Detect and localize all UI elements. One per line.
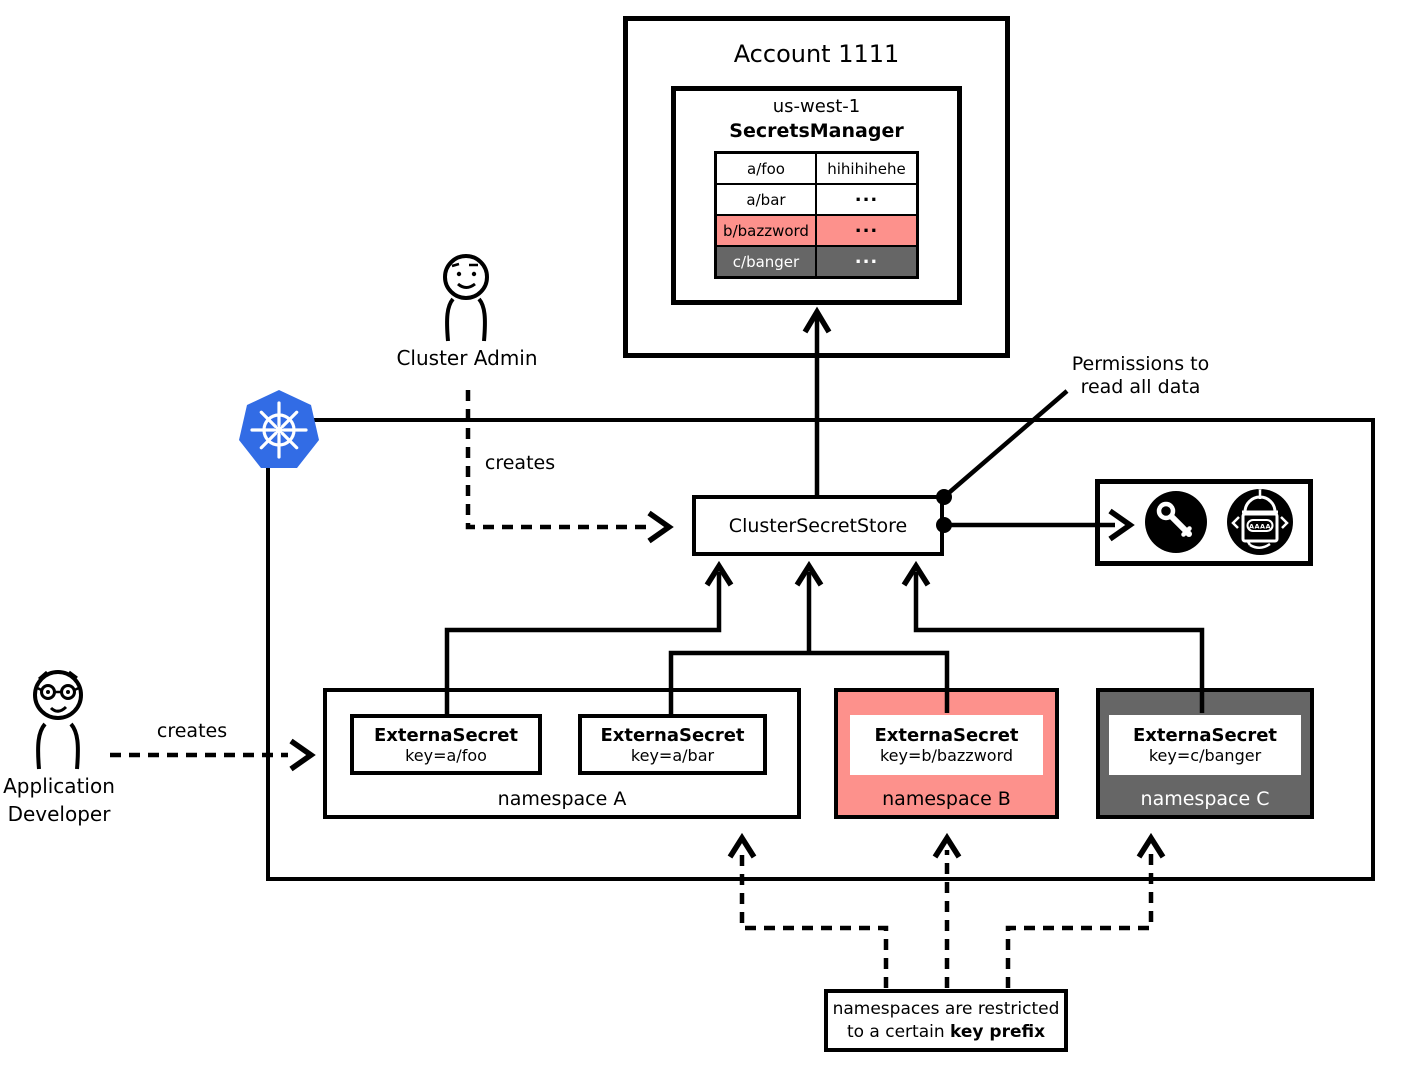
secret-value: ... bbox=[854, 247, 879, 268]
external-secret-a-foo: ExternaSecret key=a/foo bbox=[350, 714, 542, 775]
cluster-secret-store: ClusterSecretStore bbox=[692, 495, 944, 556]
external-secret-title: ExternaSecret bbox=[874, 725, 1019, 746]
external-secret-title: ExternaSecret bbox=[600, 724, 745, 746]
annotation-line2: to a certain key prefix bbox=[846, 1021, 1046, 1042]
region-name: us-west-1 bbox=[772, 96, 861, 117]
creates-label-admin: creates bbox=[484, 452, 556, 474]
table-row: c/banger ... bbox=[717, 245, 916, 276]
cluster-admin-figure bbox=[443, 254, 489, 342]
creates-label-dev: creates bbox=[156, 720, 228, 742]
permissions-note: Permissions to read all data bbox=[1071, 353, 1210, 399]
annotation-line1: namespaces are restricted bbox=[832, 998, 1060, 1019]
app-developer-label: Application Developer bbox=[3, 774, 115, 826]
external-secret-key: key=b/bazzword bbox=[879, 746, 1014, 765]
namespace-c-label: namespace C bbox=[1140, 788, 1270, 810]
secret-key: b/bazzword bbox=[717, 216, 817, 245]
table-row: b/bazzword ... bbox=[717, 214, 916, 245]
namespace-a-label: namespace A bbox=[497, 788, 627, 810]
secret-value: hihihihehe bbox=[827, 159, 906, 178]
annotation-box: namespaces are restricted to a certain k… bbox=[824, 989, 1068, 1052]
external-secret-key: key=c/banger bbox=[1148, 746, 1262, 765]
account-title: Account 1111 bbox=[733, 40, 900, 68]
external-secret-title: ExternaSecret bbox=[1132, 725, 1278, 746]
secret-value: ... bbox=[854, 185, 879, 206]
external-secret-a-bar: ExternaSecret key=a/bar bbox=[578, 714, 767, 775]
namespace-b-label: namespace B bbox=[882, 788, 1011, 810]
external-secret-title: ExternaSecret bbox=[373, 724, 519, 746]
provider-icons-box bbox=[1095, 479, 1313, 566]
service-name: SecretsManager bbox=[729, 120, 904, 142]
secret-key: a/foo bbox=[717, 154, 817, 183]
secrets-table: a/foo hihihihehe a/bar ... b/bazzword ..… bbox=[714, 151, 919, 279]
external-secret-key: key=a/bar bbox=[630, 745, 715, 765]
table-row: a/foo hihihihehe bbox=[717, 154, 916, 183]
secret-key: c/banger bbox=[717, 247, 817, 276]
app-developer-figure bbox=[33, 670, 83, 770]
table-row: a/bar ... bbox=[717, 183, 916, 214]
secret-key: a/bar bbox=[717, 185, 817, 214]
secret-value: ... bbox=[854, 216, 879, 237]
external-secret-key: key=a/foo bbox=[405, 745, 487, 765]
external-secret-c-banger: ExternaSecret key=c/banger bbox=[1109, 715, 1301, 775]
cluster-secret-store-label: ClusterSecretStore bbox=[728, 514, 908, 537]
external-secret-b-bazzword: ExternaSecret key=b/bazzword bbox=[850, 715, 1043, 775]
cluster-admin-label: Cluster Admin bbox=[396, 346, 538, 370]
